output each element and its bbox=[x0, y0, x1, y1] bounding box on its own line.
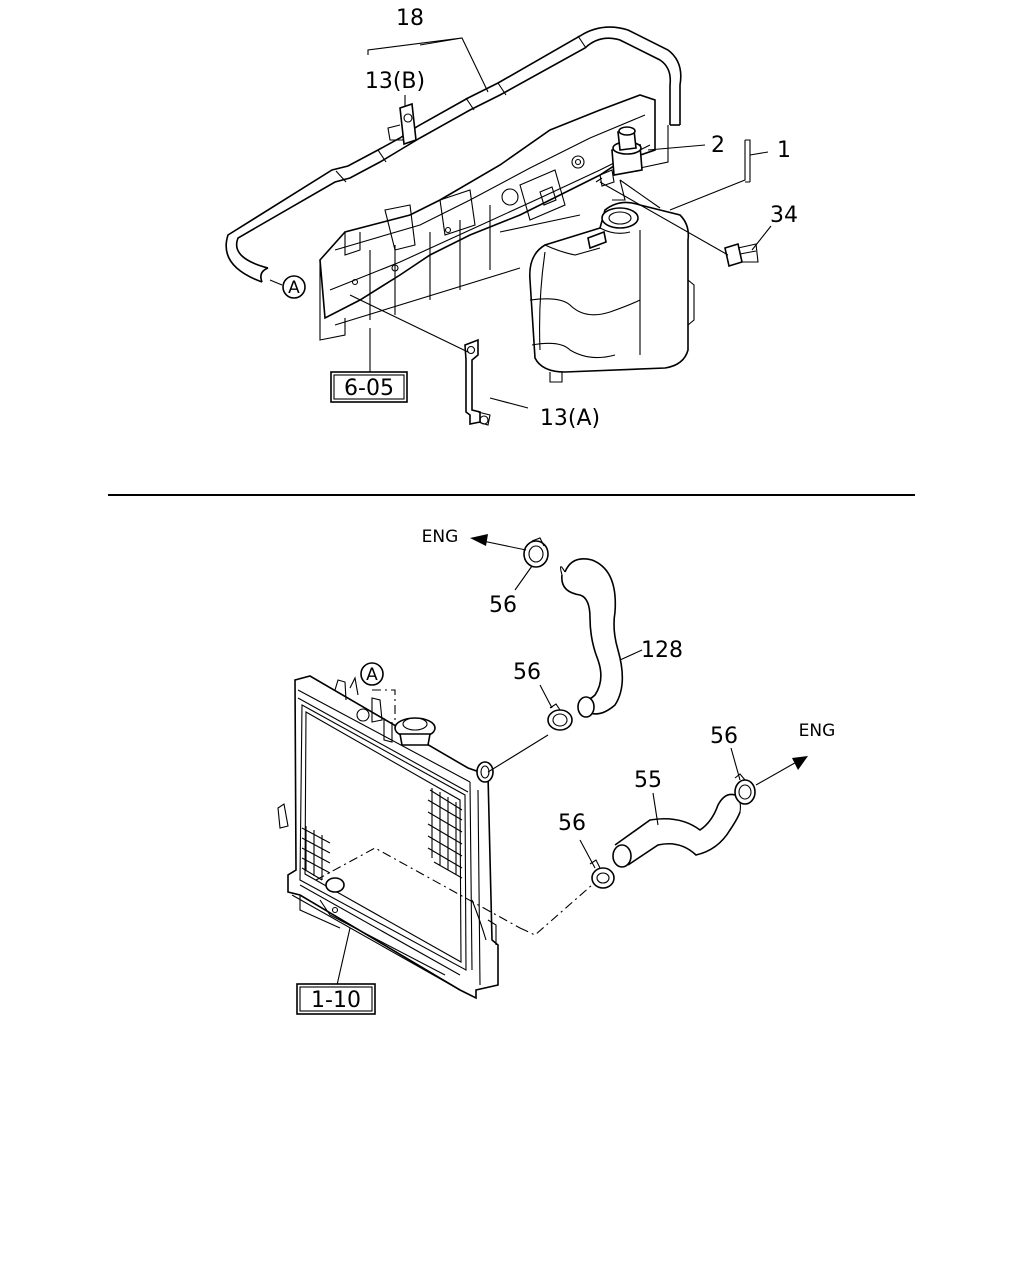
reservoir-tank bbox=[528, 201, 695, 383]
ref-circle-a-lower: A bbox=[360, 662, 384, 686]
leader-lines-upper bbox=[269, 37, 772, 409]
upper-assembly: A 6-05 18 13(B) 2 1 34 13(A) bbox=[225, 6, 798, 431]
callout-56-upper-radiator: 56 bbox=[513, 660, 541, 685]
callout-18: 18 bbox=[396, 6, 424, 31]
bolt-34 bbox=[724, 242, 759, 268]
callout-34: 34 bbox=[770, 203, 798, 228]
dashed-routing-lines bbox=[315, 689, 593, 936]
hose-clamp-right bbox=[734, 773, 756, 805]
callout-1: 1 bbox=[777, 138, 791, 163]
callout-55: 55 bbox=[634, 768, 662, 793]
bracket-1-lines bbox=[745, 139, 751, 183]
bracket-13b bbox=[387, 102, 417, 146]
ref-circle-a-label: A bbox=[288, 278, 300, 298]
pressure-cap bbox=[595, 126, 643, 201]
radiator-support-frame bbox=[319, 94, 656, 341]
bracket-13a bbox=[464, 338, 491, 426]
ref-box-6-05-label: 6-05 bbox=[344, 376, 394, 401]
ref-box-1-10: 1-10 bbox=[296, 983, 376, 1015]
upper-radiator-hose bbox=[559, 558, 624, 718]
callout-13a: 13(A) bbox=[540, 406, 600, 431]
ref-circle-a-upper: A bbox=[282, 275, 306, 299]
hose-clamp-upper-radiator bbox=[547, 703, 573, 731]
hose-clamp-lower-radiator bbox=[589, 859, 615, 889]
overflow-hose bbox=[225, 26, 682, 283]
ref-box-1-10-label: 1-10 bbox=[311, 988, 361, 1013]
eng-label-lower: ENG bbox=[799, 721, 836, 741]
eng-arrow-upper: ENG bbox=[422, 527, 527, 551]
ref-circle-a-lower-label: A bbox=[366, 665, 378, 685]
callout-13b: 13(B) bbox=[365, 69, 425, 94]
leader-lines-lower bbox=[336, 565, 741, 986]
callout-128: 128 bbox=[641, 638, 683, 663]
ref-box-6-05: 6-05 bbox=[330, 371, 408, 403]
lower-radiator-hose bbox=[612, 793, 741, 868]
hose-clamp-top-left bbox=[523, 537, 549, 568]
callout-56-right: 56 bbox=[710, 724, 738, 749]
callout-56-lower-radiator: 56 bbox=[558, 811, 586, 836]
callout-2: 2 bbox=[711, 133, 725, 158]
radiator bbox=[277, 675, 499, 1000]
lower-assembly: ENG ENG A 1-10 56 128 56 56 55 56 bbox=[277, 527, 836, 1015]
eng-label-upper: ENG bbox=[422, 527, 459, 547]
eng-arrow-lower: ENG bbox=[755, 721, 836, 786]
callout-56-top-left: 56 bbox=[489, 593, 517, 618]
